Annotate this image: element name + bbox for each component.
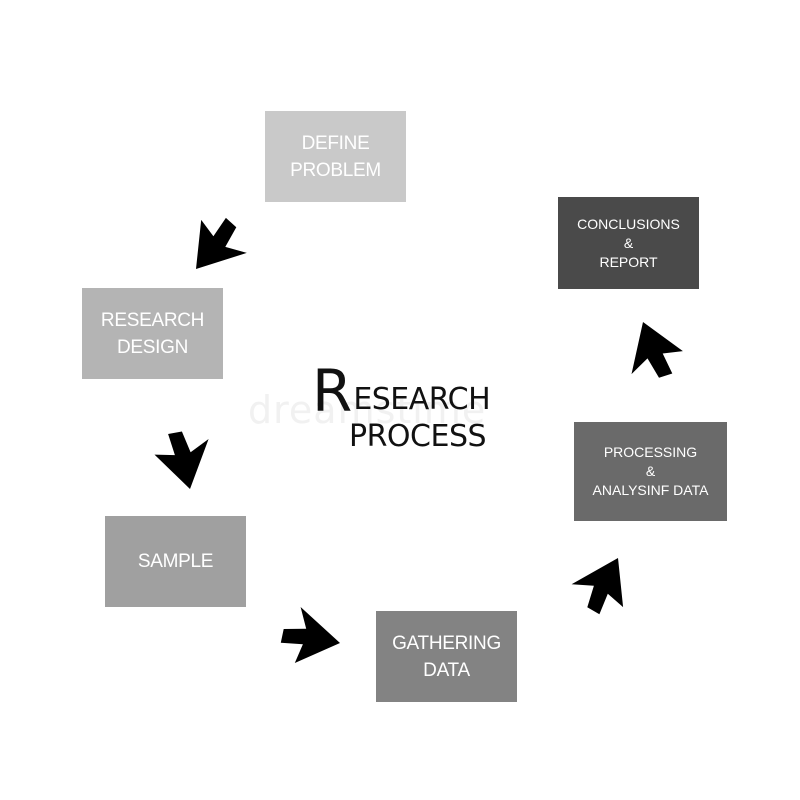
arrow-processing-to-conclusions-icon xyxy=(631,322,683,378)
step-conclusions-line3: REPORT xyxy=(599,253,658,270)
step-define-problem-line1: DEFINE xyxy=(301,132,370,154)
arrow-gathering-to-processing-icon xyxy=(571,558,624,615)
step-research-design-line2: DESIGN xyxy=(116,336,189,358)
step-gathering-data-line1: GATHERING xyxy=(392,632,501,654)
step-sample: SAMPLE xyxy=(105,516,246,607)
step-gathering-data: GATHERING DATA xyxy=(376,611,517,702)
step-research-design-line1: RESEARCH xyxy=(100,309,205,331)
step-conclusions-line1: CONCLUSIONS xyxy=(577,215,680,232)
title-rest: ESEARCH xyxy=(353,382,491,417)
arrow-sample-to-gathering-icon xyxy=(280,607,340,663)
arrow-design-to-sample-icon xyxy=(154,431,209,489)
step-processing-line3: ANALYSINF DATA xyxy=(592,482,709,498)
step-sample-line1: SAMPLE xyxy=(137,551,214,572)
step-conclusions-report: CONCLUSIONS & REPORT xyxy=(558,197,699,289)
title-line-2: PROCESS xyxy=(349,419,487,454)
step-conclusions-line2: & xyxy=(623,234,634,251)
step-research-design: RESEARCH DESIGN xyxy=(82,288,223,379)
step-processing-analysis: PROCESSING & ANALYSINF DATA xyxy=(574,422,727,521)
step-processing-line2: & xyxy=(645,463,656,479)
title-row-1: R ESEARCH xyxy=(290,350,520,420)
step-define-problem: DEFINE PROBLEM xyxy=(265,111,406,202)
diagram-title: R ESEARCH PROCESS xyxy=(290,350,520,454)
step-processing-line1: PROCESSING xyxy=(603,444,698,460)
arrow-define-to-design-icon xyxy=(196,217,247,269)
step-define-problem-line2: PROBLEM xyxy=(290,159,381,181)
title-first-letter: R xyxy=(312,357,353,425)
step-gathering-data-line2: DATA xyxy=(423,659,470,681)
